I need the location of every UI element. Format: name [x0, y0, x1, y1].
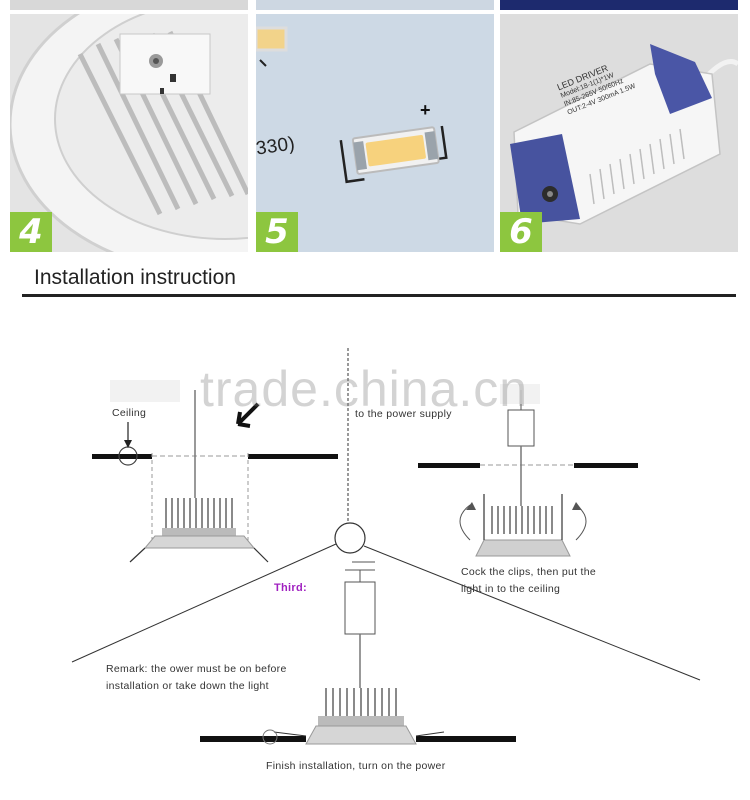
third-label: Third:	[274, 582, 307, 594]
photo-number-5: 5	[256, 212, 298, 252]
ceiling-label: Ceiling	[112, 407, 147, 419]
remark-line-2: installation or take down the light	[106, 680, 269, 692]
top-strip-left	[10, 0, 248, 10]
photo-number-6: 6	[500, 212, 542, 252]
cock-clips-line-2: light in to the ceiling	[461, 583, 561, 595]
section-title: Installation instruction	[34, 266, 236, 289]
installation-diagram	[71, 348, 701, 745]
power-supply-label: to the power supply	[355, 408, 452, 420]
polarity-plus: +	[420, 100, 431, 120]
photo-led-driver: LED DRIVER Model:18-1(1)*1W IN:85-265V 5…	[500, 14, 738, 252]
photo-heat-sink: 4	[10, 14, 248, 252]
remark-line-1: Remark: the ower must be on before	[106, 663, 287, 675]
watermark: trade.china.cn	[200, 361, 529, 417]
cock-clips-line-1: Cock the clips, then put the	[461, 566, 597, 578]
photo-smd-chip: 330) + 5	[256, 14, 494, 252]
top-strip-middle	[256, 0, 494, 10]
title-rule	[22, 294, 736, 297]
photo-number-4: 4	[10, 212, 52, 252]
blur-patch-right	[500, 384, 540, 404]
top-strip-right	[500, 0, 738, 10]
blur-patch-left	[110, 380, 180, 402]
finish-installation-label: Finish installation, turn on the power	[266, 760, 446, 772]
